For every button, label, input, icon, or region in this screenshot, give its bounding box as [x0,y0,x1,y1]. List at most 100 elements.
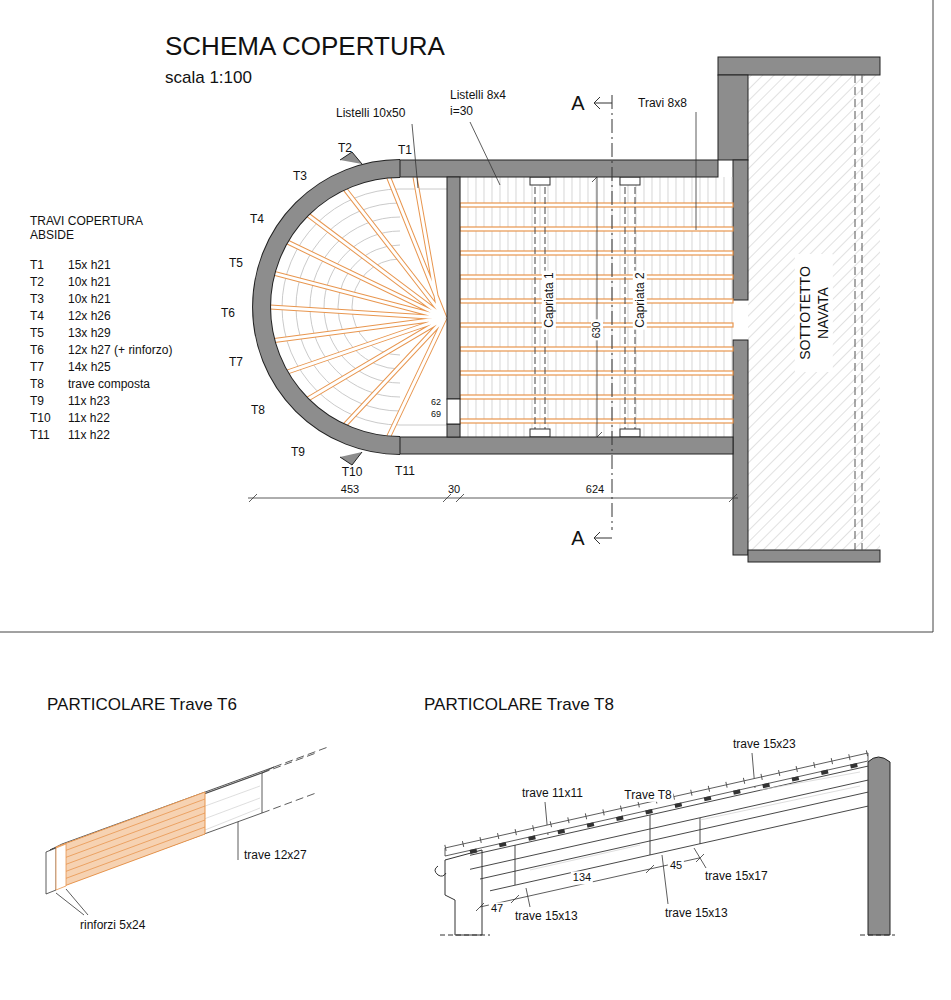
beam-tag: T3 [293,169,307,183]
nave-attic [748,550,880,562]
room-roof [530,429,550,437]
beam-t8-detail [470,763,866,852]
nave-attic [862,75,863,550]
dimension: 45 [668,859,684,872]
walls [340,452,362,465]
table-cell: trave composta [68,377,150,391]
dimension: 47 [489,902,505,915]
walls [447,177,460,399]
beam-t6-detail [274,747,328,767]
table-cell: T11 [30,428,50,442]
label: Listelli 10x50 [336,106,405,120]
beam-t8-detail [445,753,868,856]
beam-tag: T4 [250,212,264,226]
leader-line [694,848,706,868]
beam-t8-detail [700,786,860,820]
room-roof [620,177,640,185]
beam-t6-detail [56,799,205,882]
room-roof [460,419,733,423]
leader-line [412,124,418,188]
beam-t6-detail [56,844,66,890]
room-roof [460,275,733,279]
walls [262,152,733,465]
beam-t8-detail [445,850,482,935]
beam-t8-detail [490,806,868,891]
beam-t8-detail [696,854,704,862]
apse-roof [400,425,447,426]
table-cell: 11x h23 [68,394,110,408]
nave-attic [718,57,880,562]
area-label: SOTTOTETTO NAVATA [795,254,833,372]
label: Listelli 8x4 [450,88,506,102]
beam-t8-detail [480,792,868,879]
sheet-frame [0,632,933,633]
room-roof [460,395,733,399]
detail-heading: PARTICOLARE Trave T6 [47,695,237,715]
room-roof [460,227,733,231]
walls [400,160,733,454]
room-roof [460,177,733,437]
sheet-frame [933,0,934,632]
table-cell: 13x h29 [68,326,111,340]
dimension: 453 [341,483,359,496]
dimension: 62 [429,397,443,408]
attic-area: SOTTOTETTO NAVATA [748,75,880,550]
dimension: 630 [591,320,603,341]
beam-t8-detail [470,766,868,891]
nave-attic [733,340,748,555]
room-roof [530,177,640,437]
room-roof [460,251,733,255]
table-cell: T1 [30,258,44,272]
beam-t6-detail [56,820,205,875]
beam-t8-detail [476,903,484,911]
beam-t8-detail [868,757,890,935]
walls [262,169,400,446]
beam-t6-detail [50,773,262,890]
beam-t8-detail [470,780,868,869]
truss-label: Capriata 1 [542,270,556,329]
table-cell: T4 [30,309,44,323]
section-mark: A [571,91,584,115]
beam-t8-detail [470,766,868,855]
beam-tag: T6 [221,306,235,320]
nave-attic [748,75,880,550]
dimension: 624 [586,483,604,496]
table-cell: T8 [30,377,44,391]
section-line [594,538,612,539]
label: rinforzi 5x24 [80,918,145,932]
room-roof [460,172,733,442]
room-roof [592,172,602,442]
label: Travi 8x8 [638,96,687,110]
leader-line [56,112,755,915]
walls [447,424,460,437]
table-cell: T10 [30,411,51,425]
beam-tag: T9 [291,445,305,459]
dimension-line [249,494,257,502]
beam-t8-detail [435,753,895,935]
room-roof [460,347,733,351]
leader-line [470,122,500,185]
walls [400,437,733,454]
leader-line [526,888,530,907]
section-line [594,532,600,544]
beam-t8-detail [650,815,651,855]
label: trave 15x13 [515,909,578,923]
beam-t8-detail [480,858,700,907]
room-roof [460,299,733,303]
beam-t8-detail [860,935,895,936]
beam-t6-detail [56,813,205,868]
dimension-line [248,494,738,502]
apse-roof [400,189,447,190]
beam-tag: T2 [338,141,352,155]
label: trave 11x11 [520,786,585,800]
table-cell: 10x h21 [68,292,111,306]
beam-t6-detail [46,848,56,894]
beam-t6-detail [56,827,205,882]
beam-t8-detail [476,854,704,911]
beam-tag: T10 [342,465,363,479]
table-cell: 15x h21 [68,258,111,272]
section-line [594,97,600,109]
beam-t6-detail [262,747,328,813]
walls [447,399,460,424]
